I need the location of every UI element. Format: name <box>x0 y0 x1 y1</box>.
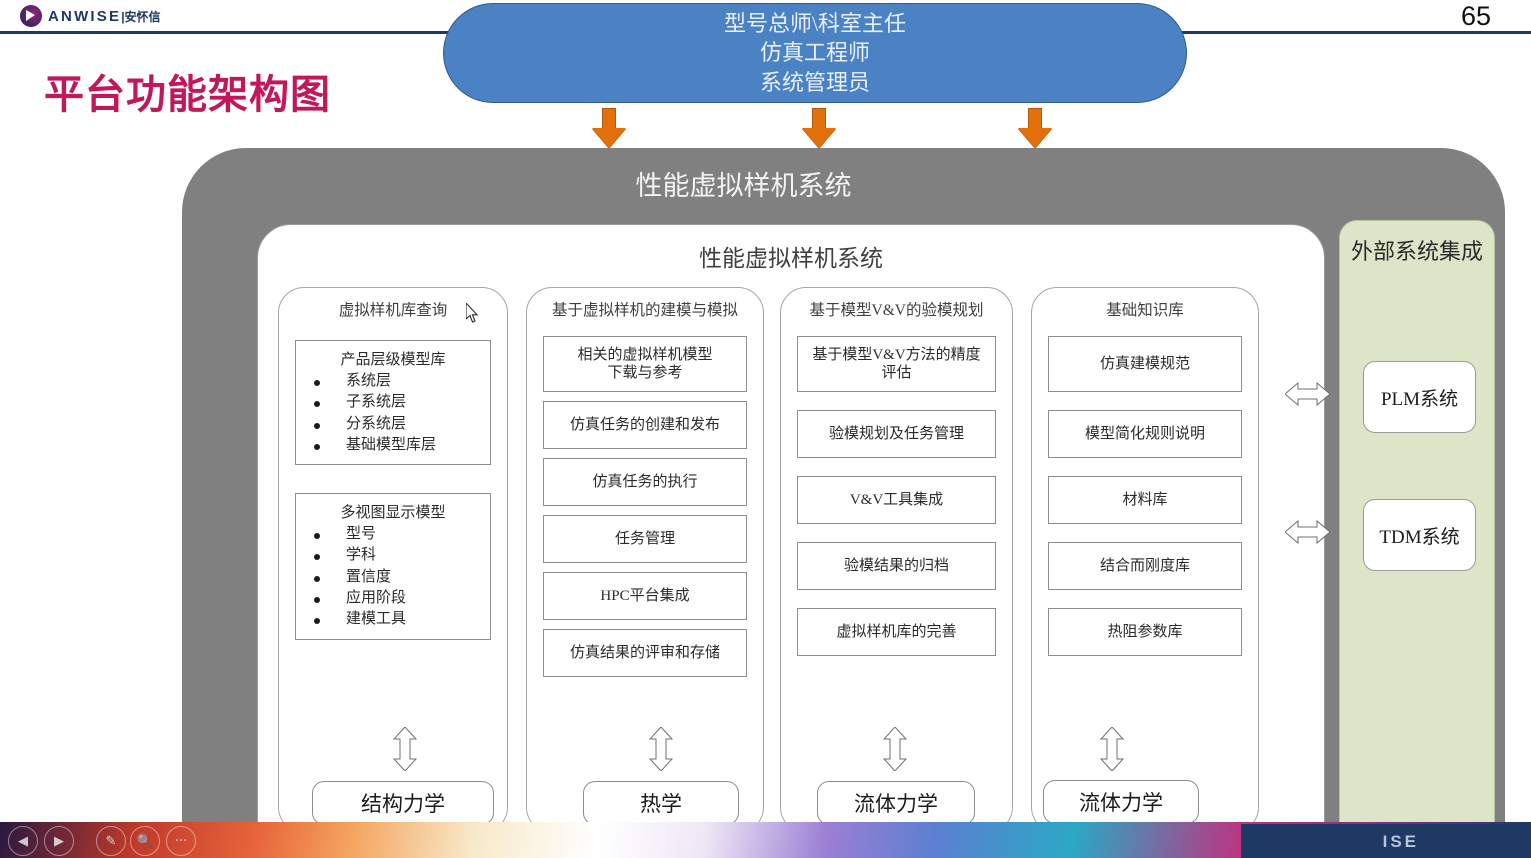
function-box[interactable]: 验模规划及任务管理 <box>797 410 996 458</box>
function-box[interactable]: 结合而刚度库 <box>1048 542 1242 590</box>
function-box[interactable]: 仿真任务的创建和发布 <box>543 401 747 449</box>
discipline-box[interactable]: 流体力学 <box>817 781 975 825</box>
column-items: 仿真建模规范 模型简化规则说明 材料库 结合而刚度库 热阻参数库 <box>1048 336 1242 824</box>
function-box[interactable]: 验模结果的归档 <box>797 542 996 590</box>
mouse-cursor-icon <box>465 301 482 325</box>
column-items: 相关的虚拟样机模型下载与参考 仿真任务的创建和发布 仿真任务的执行 任务管理 H… <box>543 336 747 824</box>
list-item[interactable]: 建模工具 <box>302 609 484 630</box>
anwise-logo-icon <box>20 5 42 27</box>
discipline-box[interactable]: 流体力学 <box>1043 780 1199 824</box>
role-line-0: 型号总师\科室主任 <box>723 11 907 37</box>
list-group-product-model[interactable]: 产品层级模型库 系统层 子系统层 分系统层 基础模型库层 <box>295 340 491 466</box>
list-group-items: 型号 学科 置信度 应用阶段 建模工具 <box>302 524 484 630</box>
more-options-icon[interactable]: ··· <box>166 826 196 856</box>
column-title: 基础知识库 <box>1106 302 1184 319</box>
double-arrow-horizontal-icon <box>1285 518 1330 546</box>
external-system-box[interactable]: PLM系统 <box>1363 361 1476 433</box>
function-box[interactable]: 仿真结果的评审和存储 <box>543 629 747 677</box>
column-title: 虚拟样机库查询 <box>338 302 448 319</box>
function-box[interactable]: 虚拟样机库的完善 <box>797 608 996 656</box>
column-items: 基于模型V&V方法的精度评估 验模规划及任务管理 V&V工具集成 验模结果的归档… <box>797 336 996 824</box>
list-item[interactable]: 子系统层 <box>302 392 484 413</box>
column-items: 产品层级模型库 系统层 子系统层 分系统层 基础模型库层 多视图显示模型 型号 … <box>295 340 491 824</box>
list-item[interactable]: 基础模型库层 <box>302 435 484 456</box>
inner-container: 性能虚拟样机系统 虚拟样机库查询 产品层级模型库 系统层 子系统层 分系统层 基… <box>257 224 1325 854</box>
list-group-title: 产品层级模型库 <box>340 352 446 368</box>
system-title: 性能虚拟样机系统 <box>635 171 852 201</box>
function-box[interactable]: 任务管理 <box>543 515 747 563</box>
logo-text: ANWISE|安怀信 <box>48 8 161 25</box>
list-group-items: 系统层 子系统层 分系统层 基础模型库层 <box>302 371 484 456</box>
function-box[interactable]: V&V工具集成 <box>797 476 996 524</box>
external-system-box[interactable]: TDM系统 <box>1363 499 1476 571</box>
list-item[interactable]: 系统层 <box>302 371 484 392</box>
list-item[interactable]: 型号 <box>302 524 484 545</box>
list-item[interactable]: 学科 <box>302 545 484 566</box>
company-logo: ANWISE|安怀信 <box>20 3 161 29</box>
function-column-knowledge-base: 基础知识库 仿真建模规范 模型简化规则说明 材料库 结合而刚度库 热阻参数库 <box>1031 287 1259 833</box>
function-box[interactable]: 仿真任务的执行 <box>543 458 747 506</box>
list-item[interactable]: 分系统层 <box>302 414 484 435</box>
column-title: 基于模型V&V的验模规划 <box>809 302 984 319</box>
list-item[interactable]: 应用阶段 <box>302 588 484 609</box>
roles-banner: 型号总师\科室主任 仿真工程师 系统管理员 <box>443 3 1187 103</box>
down-arrow-icon <box>592 108 626 148</box>
double-arrow-horizontal-icon <box>1285 380 1330 408</box>
discipline-box[interactable]: 结构力学 <box>312 781 494 825</box>
list-group-title: 多视图显示模型 <box>340 505 446 522</box>
column-title: 基于虚拟样机的建模与模拟 <box>551 302 738 319</box>
function-box[interactable]: 热阻参数库 <box>1048 608 1242 656</box>
logo-text-en: ANWISE <box>48 7 122 25</box>
function-box[interactable]: 相关的虚拟样机模型下载与参考 <box>543 336 747 392</box>
footer-band <box>1241 824 1531 858</box>
logo-text-cn: |安怀信 <box>121 9 161 24</box>
function-box[interactable]: HPC平台集成 <box>543 572 747 620</box>
down-arrow-icon <box>1018 108 1052 148</box>
list-group-multiview-model[interactable]: 多视图显示模型 型号 学科 置信度 应用阶段 建模工具 <box>295 493 491 640</box>
role-line-2: 系统管理员 <box>759 69 870 95</box>
function-box[interactable]: 模型简化规则说明 <box>1048 410 1242 458</box>
function-box[interactable]: 仿真建模规范 <box>1048 336 1242 392</box>
next-slide-icon[interactable]: ▶ <box>44 826 74 856</box>
down-arrow-icon <box>802 108 836 148</box>
discipline-box[interactable]: 热学 <box>583 781 739 825</box>
page-number: 65 <box>1460 1 1491 31</box>
previous-slide-icon[interactable]: ◀ <box>8 826 38 856</box>
system-container: 性能虚拟样机系统 性能虚拟样机系统 虚拟样机库查询 产品层级模型库 系统层 子系… <box>182 148 1505 858</box>
double-arrow-vertical-icon <box>648 726 674 772</box>
pen-icon[interactable]: ✎ <box>96 826 126 856</box>
double-arrow-vertical-icon <box>1099 726 1125 772</box>
list-item[interactable]: 置信度 <box>302 567 484 588</box>
inner-title: 性能虚拟样机系统 <box>699 246 883 271</box>
external-integration-panel: 外部系统集成 PLM系统 TDM系统 <box>1339 220 1495 858</box>
role-line-1: 仿真工程师 <box>759 40 870 66</box>
external-panel-title: 外部系统集成 <box>1350 239 1483 264</box>
function-box[interactable]: 基于模型V&V方法的精度评估 <box>797 336 996 392</box>
double-arrow-vertical-icon <box>882 726 908 772</box>
zoom-icon[interactable]: 🔍 <box>130 826 160 856</box>
page-title: 平台功能架构图 <box>44 73 331 117</box>
function-box[interactable]: 材料库 <box>1048 476 1242 524</box>
double-arrow-vertical-icon <box>392 726 418 772</box>
function-column-library-query: 虚拟样机库查询 产品层级模型库 系统层 子系统层 分系统层 基础模型库层 多视图… <box>278 287 508 833</box>
footer-logo-text: ISE <box>1382 832 1419 851</box>
function-column-modeling-simulation: 基于虚拟样机的建模与模拟 相关的虚拟样机模型下载与参考 仿真任务的创建和发布 仿… <box>526 287 764 833</box>
